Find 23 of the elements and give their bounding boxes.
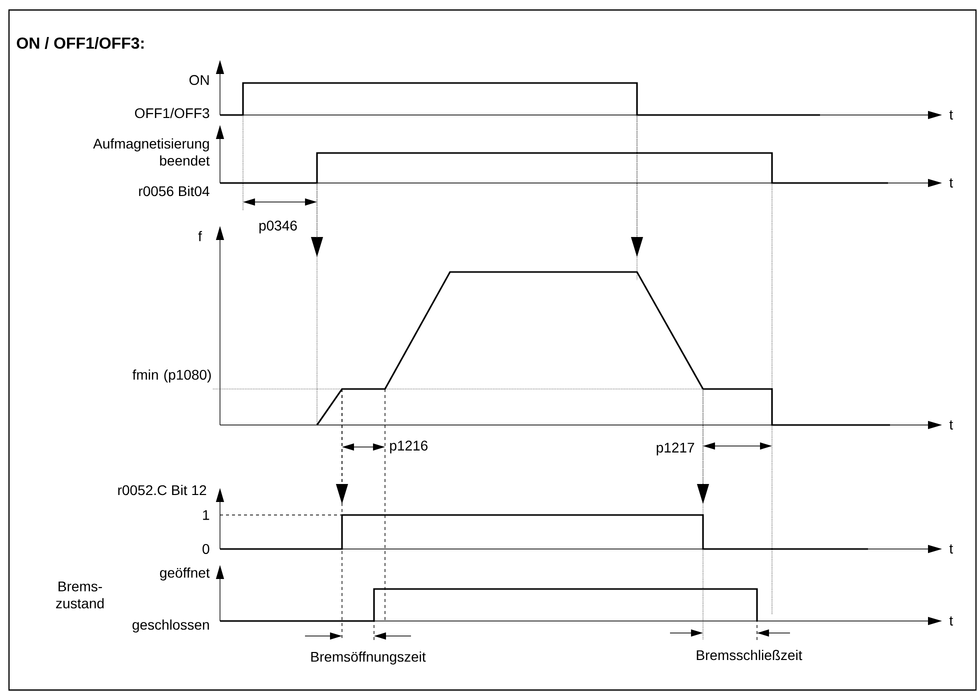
level-label: 1 <box>203 510 210 520</box>
signal-label: r0056 Bit04 <box>139 186 210 196</box>
title: ON / OFF1/OFF3: <box>16 37 144 49</box>
level-label: OFF1/OFF3 <box>135 108 210 118</box>
level-label: geöffnet <box>160 568 210 581</box>
axis-label: t <box>949 420 953 430</box>
axis-label: t <box>949 110 953 120</box>
level-label: fmin (p1080) <box>132 369 211 383</box>
dimension-label: Bremsöffnungszeit <box>311 651 426 665</box>
axis-label: t <box>949 544 953 554</box>
level-label: geschlossen <box>132 619 209 633</box>
dimension-label: p1217 <box>656 442 694 456</box>
axis-label: t <box>949 616 953 626</box>
dimension-label: p0346 <box>259 220 297 234</box>
signal-label: Brems- zustand <box>56 582 104 608</box>
dimension-label: p1216 <box>390 440 428 454</box>
signal-label: r0052.C Bit 12 <box>118 484 206 496</box>
level-label: ON <box>189 75 209 85</box>
signal-label: Aufmagnetisierung beendet <box>93 138 210 166</box>
axis-label: f <box>198 230 202 242</box>
dimension-label: Bremsschließzeit <box>696 650 802 660</box>
level-label: 0 <box>202 544 210 554</box>
axis-label: t <box>949 178 953 188</box>
